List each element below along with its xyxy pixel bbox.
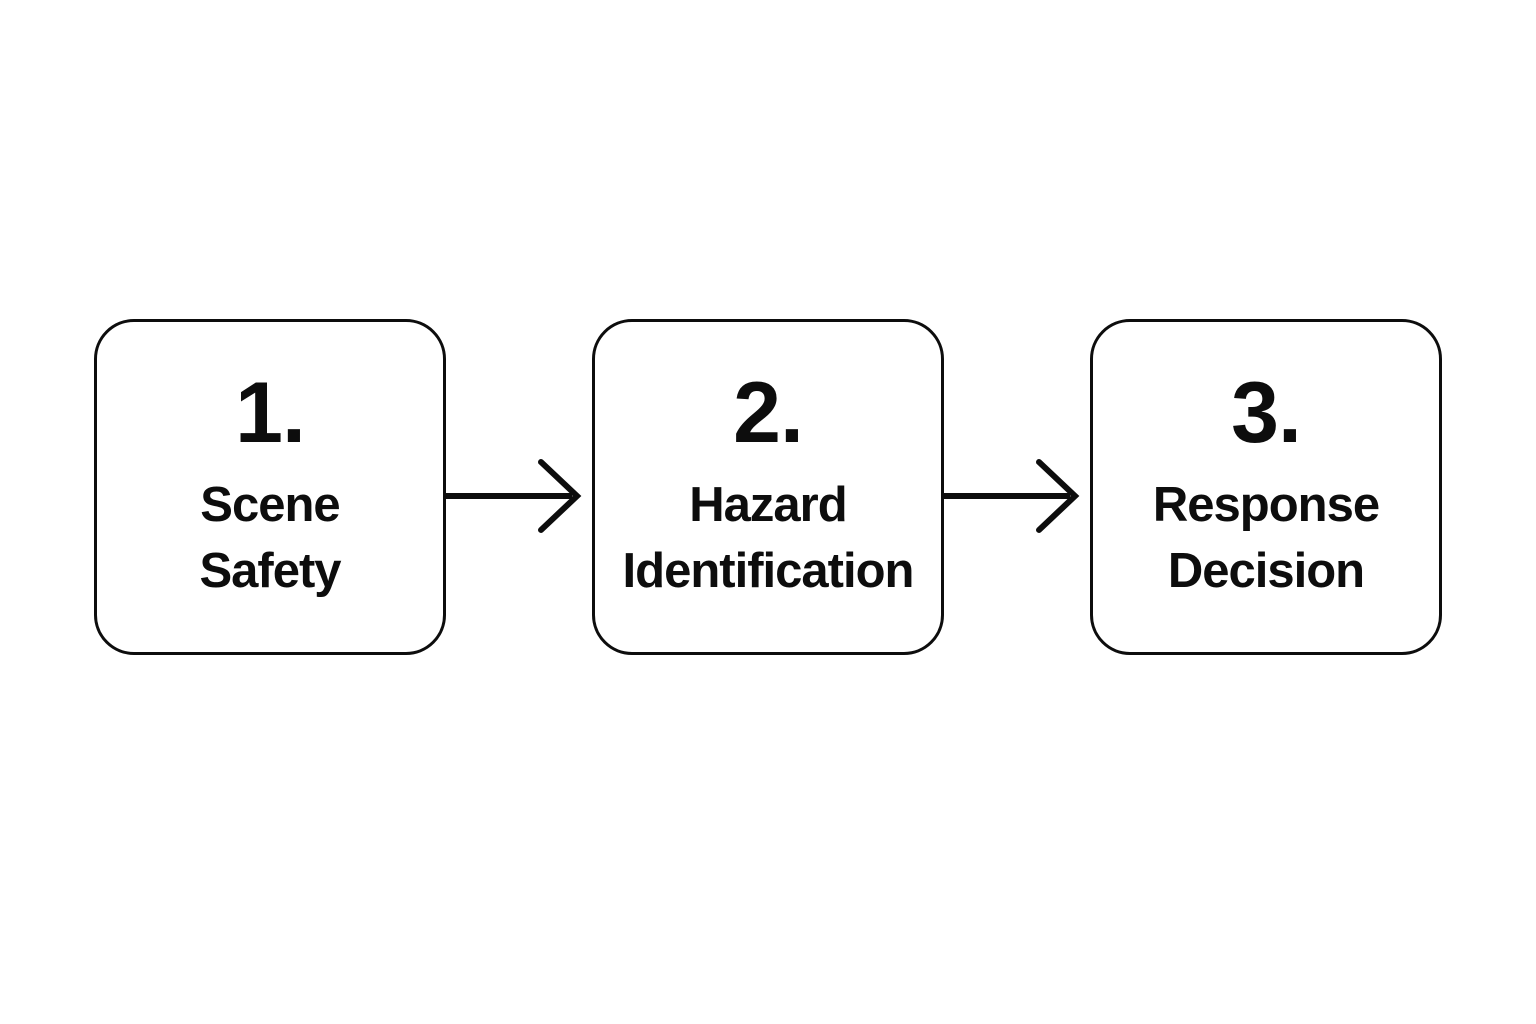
step-number: 1.	[235, 365, 306, 461]
step-label-line: Safety	[199, 544, 341, 598]
step-number: 3.	[1231, 365, 1302, 461]
step-label-line: Decision	[1167, 544, 1365, 598]
flow-arrow-right-icon	[944, 459, 1080, 533]
step-label: Hazard Identification	[622, 472, 915, 604]
flowchart-row: 1. Scene Safety 2. Hazard Identification	[0, 319, 1536, 655]
step-label-line: Scene	[200, 478, 340, 532]
connector-gap	[446, 319, 592, 655]
step-label: Response Decision	[1152, 472, 1380, 604]
step-label-line: Hazard	[689, 478, 847, 532]
step-label: Scene Safety	[199, 472, 341, 604]
step-number: 2.	[733, 365, 804, 461]
step-box-scene-safety: 1. Scene Safety	[94, 319, 446, 655]
step-label-line: Response	[1152, 478, 1380, 532]
step-box-response-decision: 3. Response Decision	[1090, 319, 1442, 655]
flow-arrow-right-icon	[446, 459, 582, 533]
step-label-line: Identification	[622, 544, 915, 598]
step-box-hazard-identification: 2. Hazard Identification	[592, 319, 944, 655]
connector-gap	[944, 319, 1090, 655]
